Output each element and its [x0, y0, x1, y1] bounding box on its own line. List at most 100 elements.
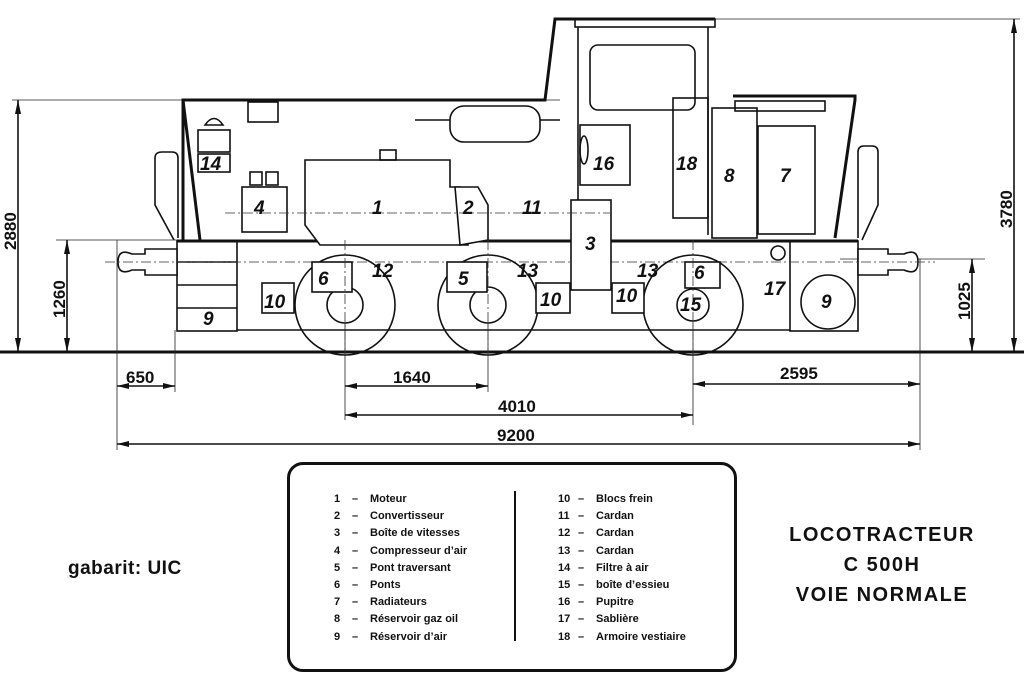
dim-height-hood: 2880: [1, 212, 20, 250]
legend-item: 18–Armoire vestiaire: [558, 629, 686, 646]
brake-block: [611, 282, 645, 314]
arrow-icon: [15, 100, 21, 114]
arrow-icon: [908, 441, 920, 447]
axlebox-2: [469, 286, 507, 324]
cab-roof: [574, 18, 716, 28]
engine-block: [304, 159, 469, 246]
legend-item: 3–Boîte de vitesses: [334, 525, 467, 542]
radiator: [757, 125, 816, 235]
callout-12-cardan: 12: [372, 261, 394, 282]
legend-item: 9–Réservoir d’air: [334, 629, 467, 646]
dim-axle-spacing: 1640: [393, 368, 431, 387]
legend-column-left: 1–Moteur 2–Convertisseur 3–Boîte de vite…: [334, 491, 467, 646]
arrow-icon: [681, 412, 693, 418]
callout-10-brake-block: 10: [540, 290, 562, 311]
callout-10-brake-block: 10: [616, 286, 638, 307]
arrow-icon: [908, 381, 920, 387]
legend-separator: –: [578, 613, 585, 626]
legend-label: Pont traversant: [370, 561, 451, 574]
legend-label: Cardan: [596, 544, 634, 557]
legend-label: Moteur: [370, 493, 407, 505]
locomotive-side-elevation: 2880 1260 3780 1025 650 1640 2595 4010 9…: [0, 17, 1024, 450]
arrow-icon: [15, 338, 21, 352]
callout-1-engine: 1: [372, 198, 383, 219]
legend-column-right: 10–Blocs frein 11–Cardan 12–Cardan 13–Ca…: [558, 491, 686, 646]
legend-item: 12–Cardan: [558, 525, 686, 542]
legend-separator: –: [352, 510, 359, 523]
fuel-tank: [711, 107, 758, 239]
legend-item: 4–Compresseur d’air: [334, 543, 467, 560]
callout-14-air-filter: 14: [200, 154, 222, 175]
arrow-icon: [64, 338, 70, 352]
compressor-head: [265, 171, 279, 186]
dim-overhang-front: 650: [126, 368, 154, 387]
callout-10-brake-block: 10: [264, 292, 286, 313]
arrow-icon: [969, 259, 975, 273]
callout-8-fuel-tank: 8: [724, 166, 735, 187]
callout-9-air-reservoir: 9: [821, 292, 832, 313]
legend-label: Pupitre: [596, 596, 634, 609]
callout-13-cardan: 13: [517, 261, 539, 282]
legend-number: 15: [558, 579, 571, 592]
legend-number: 2: [334, 510, 341, 523]
legend-label: Sablière: [596, 613, 639, 626]
cab-window: [589, 44, 696, 111]
legend-number: 9: [334, 630, 341, 643]
callout-9-air-reservoir: 9: [203, 309, 214, 330]
legend-label: boîte d’essieu: [596, 579, 670, 592]
legend-item: 10–Blocs frein: [558, 491, 686, 508]
callout-13-cardan: 13: [637, 261, 659, 282]
legend-separator: –: [352, 561, 359, 574]
legend-item: 16–Pupitre: [558, 594, 686, 611]
legend-label: Cardan: [596, 527, 634, 540]
rear-hood-outline: [733, 94, 857, 239]
dim-buffer-height-right: 1025: [955, 282, 974, 320]
legend-label: Réservoir d’air: [370, 630, 448, 643]
title-line-3: VOIE NORMALE: [795, 584, 969, 606]
arrow-icon: [969, 338, 975, 352]
legend-label: Cardan: [596, 510, 634, 523]
callout-11-cardan: 11: [522, 198, 542, 219]
dim-overhang-rear: 2595: [780, 364, 818, 383]
legend-item: 2–Convertisseur: [334, 508, 467, 525]
legend-number: 12: [558, 527, 571, 540]
legend-number: 10: [558, 493, 571, 505]
bridge-box-3: [684, 261, 721, 289]
legend-number: 11: [558, 510, 570, 523]
legend-number: 14: [558, 561, 571, 574]
arrow-icon: [693, 381, 705, 387]
legend-separator: –: [578, 544, 585, 557]
legend-item: 15–boîte d’essieu: [558, 577, 686, 594]
title-line-1: LOCOTRACTEUR: [789, 524, 975, 546]
frame-rear-end: [789, 240, 859, 332]
legend-separator: –: [352, 493, 359, 505]
legend-item: 1–Moteur: [334, 491, 467, 508]
dim-buffer-height-left: 1260: [50, 280, 69, 318]
legend-separator: –: [352, 544, 359, 557]
legend-separator: –: [578, 561, 585, 574]
handrail-right: [857, 145, 879, 241]
legend-separator: –: [578, 510, 585, 523]
legend-number: 13: [558, 544, 571, 557]
legend-item: 13–Cardan: [558, 543, 686, 560]
dim-length-over-buffers: 9200: [497, 426, 535, 445]
brake-block: [261, 282, 295, 314]
legend-item: 7–Radiateurs: [334, 594, 467, 611]
title-block: LOCOTRACTEUR C 500H VOIE NORMALE: [762, 520, 1002, 610]
compressor-head: [249, 171, 263, 186]
legend-label: Blocs frein: [596, 493, 653, 505]
brake-block: [535, 282, 571, 314]
handrail-left: [154, 151, 179, 241]
legend-label: Armoire vestiaire: [596, 630, 686, 643]
arrow-icon: [64, 240, 70, 254]
legend-number: 8: [334, 613, 341, 626]
legend-number: 6: [334, 579, 341, 592]
engine-top-fitting: [379, 149, 397, 161]
legend-label: Ponts: [370, 579, 401, 592]
callout-6-bridge: 6: [318, 269, 329, 290]
arrow-icon: [1011, 19, 1017, 33]
legend-item: 11–Cardan: [558, 508, 686, 525]
gauge-label: gabarit: UIC: [68, 558, 182, 579]
legend-box: 1–Moteur 2–Convertisseur 3–Boîte de vite…: [287, 462, 737, 672]
legend-label: Filtre à air: [596, 561, 649, 574]
